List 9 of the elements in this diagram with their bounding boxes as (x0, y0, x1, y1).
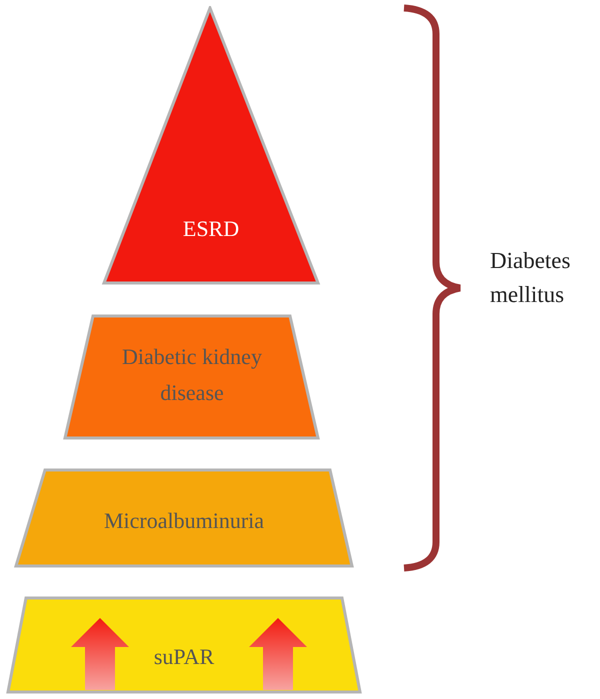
level-label: ESRD (182, 215, 240, 243)
trapezoid-level (62, 313, 322, 441)
trapezoid-level (13, 467, 355, 569)
trapezoid-level (5, 595, 363, 695)
triangle-level (100, 6, 322, 286)
level-label: suPAR (152, 643, 216, 671)
level-label: Diabetic kidney disease (121, 343, 263, 407)
bracket-label: Diabetes mellitus (490, 247, 572, 309)
level-label: Microalbuminuria (102, 507, 266, 535)
